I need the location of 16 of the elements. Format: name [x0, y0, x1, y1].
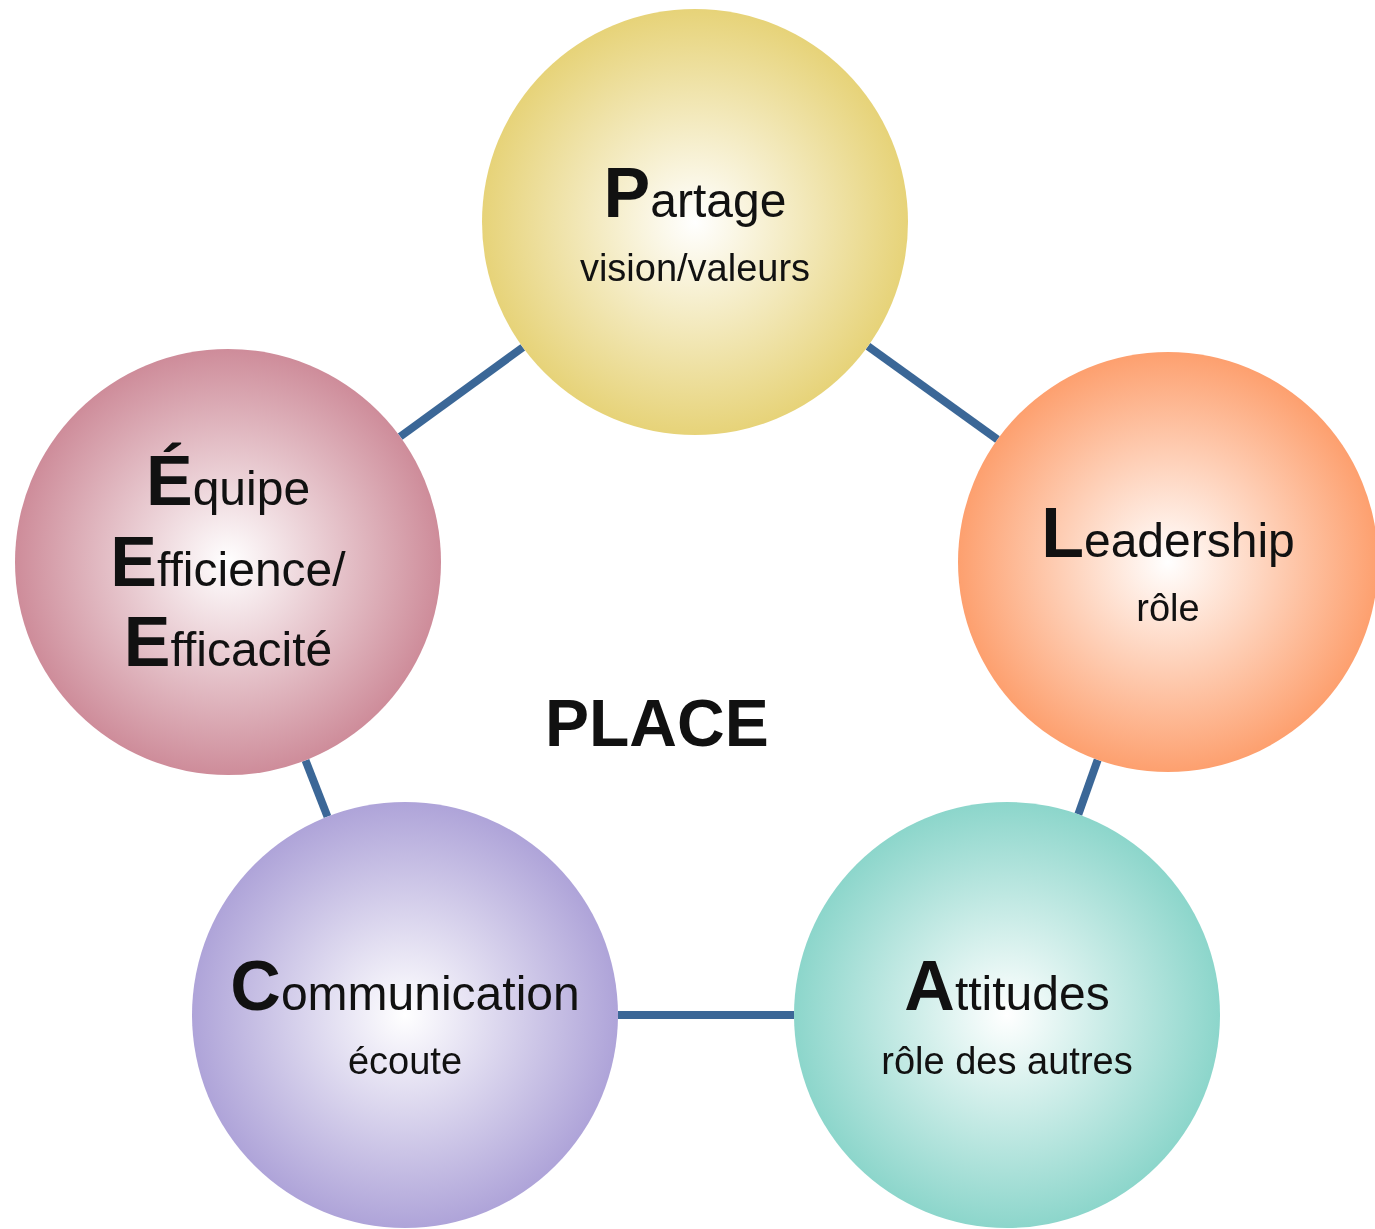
node-title: Efficience/: [110, 521, 346, 603]
connector-line: [301, 758, 332, 819]
node-title: Attitudes: [904, 945, 1110, 1027]
node-title: Efficacité: [123, 602, 333, 683]
node-title: Équipe: [145, 441, 311, 522]
connector-line: [618, 1011, 794, 1019]
node-title: Communication: [230, 945, 580, 1027]
node-subtitle: rôle des autres: [881, 1040, 1133, 1085]
node-title: Partage: [603, 152, 787, 234]
node-title: Leadership: [1041, 492, 1295, 574]
node-subtitle: vision/valeurs: [579, 247, 811, 292]
node-subtitle: rôle: [1136, 587, 1200, 632]
center-label: PLACE: [545, 685, 769, 761]
node-subtitle: écoute: [347, 1040, 463, 1085]
connector-line: [1074, 758, 1102, 816]
connector-line: [865, 343, 1000, 443]
